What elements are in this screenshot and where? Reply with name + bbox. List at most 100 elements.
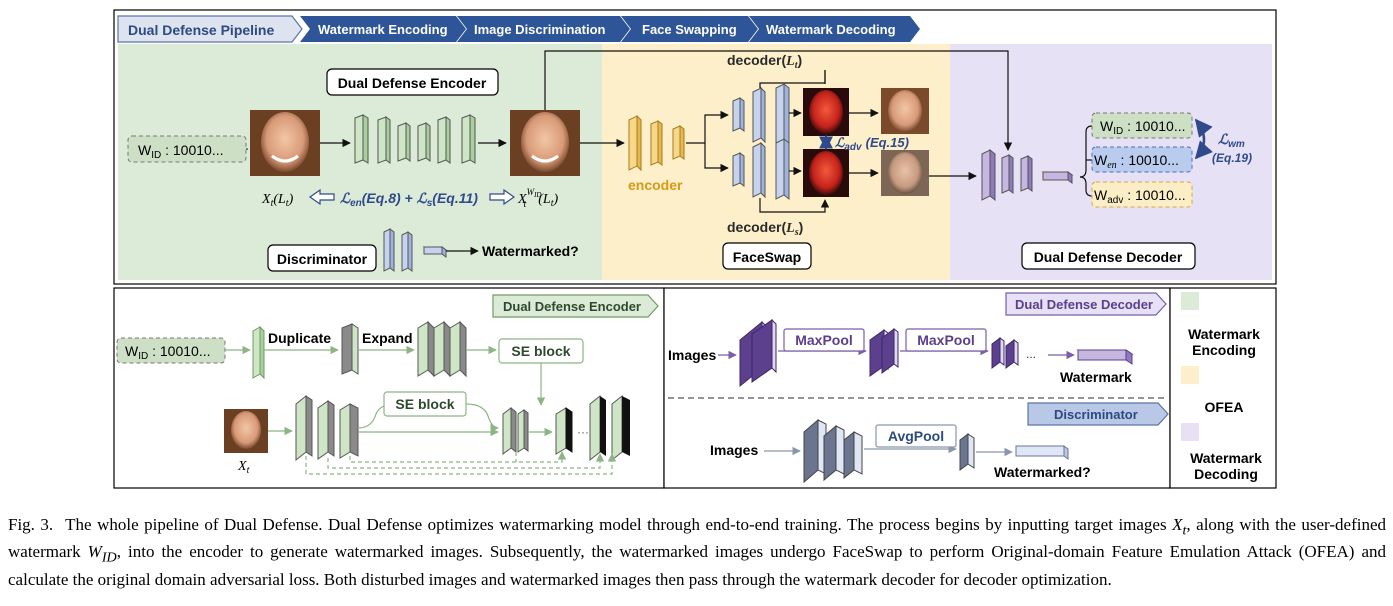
wadv-text: Wadv : 10010... — [1094, 187, 1186, 206]
loss-wm-eq: (Eq.19) — [1212, 151, 1252, 165]
pipeline-bar: Dual Defense Pipeline Watermark Encoding… — [117, 15, 920, 43]
bl-se2-out-curve — [465, 403, 499, 433]
bl-se-block-2: SE block — [395, 396, 454, 412]
bl-stack-5 — [589, 394, 630, 462]
figure-caption: Fig. 3. The whole pipeline of Dual Defens… — [8, 514, 1386, 591]
pipeline-step-3-chevron — [621, 16, 758, 42]
wid-text: WID : 10010... — [1100, 118, 1186, 137]
bm-avgpool-box — [875, 424, 957, 448]
discriminator-title-box — [267, 244, 377, 272]
bm-decoder-tag-chevron — [1005, 292, 1167, 316]
bottom-left-frame — [113, 287, 665, 489]
pipeline-step-3: Face Swapping — [642, 22, 737, 37]
discriminator-question: Watermarked? — [482, 243, 579, 259]
bl-wid-text: WID : 10010... — [125, 343, 211, 362]
caption-text-1: The whole pipeline of Dual Defense. Dual… — [65, 515, 1173, 534]
bm-watermark-vector — [1076, 349, 1134, 365]
enc-to-dec-top-arrow — [686, 110, 729, 144]
bl-xt-label: Xt — [237, 459, 250, 476]
discriminator-title: Discriminator — [277, 251, 368, 267]
decoder-brace-bottom — [1079, 176, 1093, 197]
bm-avgpool: AvgPool — [888, 428, 944, 444]
watermarked-face-image — [510, 110, 580, 176]
wen-box — [1091, 146, 1193, 173]
bm-discriminator-tag-chevron — [1027, 402, 1169, 426]
bm-watermarked-question: Watermarked? — [994, 464, 1091, 480]
decoder-title-box — [1021, 242, 1196, 270]
bl-stack-2 — [295, 394, 359, 462]
legend-swatch-encoding — [1181, 292, 1199, 310]
pipeline-step-4-chevron — [749, 16, 920, 42]
caption-xt: X — [1172, 515, 1183, 534]
adv-face-top — [803, 88, 849, 136]
bm-maxpool-1-box — [783, 328, 865, 352]
caption-label: Fig. 3. — [8, 515, 54, 534]
pipeline-step-1: Watermark Encoding — [318, 22, 448, 37]
bm-dec-stack-3 — [991, 337, 1019, 369]
legend-decoding-2: Decoding — [1194, 466, 1258, 482]
bm-images-2: Images — [710, 442, 758, 458]
bl-skip-2 — [327, 453, 605, 469]
bl-se-block-1: SE block — [511, 343, 570, 359]
wm-loss-arrow — [1194, 118, 1214, 160]
decoder-ls-label: decoder(Ls) — [727, 219, 803, 238]
encoder-word: encoder — [628, 177, 683, 193]
caption-text-3: , into the encoder to generate watermark… — [8, 542, 1386, 589]
legend-decoding-1: Watermark — [1190, 450, 1262, 466]
caption-wid-sub: ID — [101, 549, 117, 566]
legend-encoding-1: Watermark — [1188, 326, 1260, 342]
decoder-brace-top — [1079, 125, 1093, 178]
bl-stack-1 — [417, 320, 467, 378]
bl-duplicate-layer — [252, 325, 265, 380]
bm-disc-stack-2 — [959, 433, 975, 471]
legend-ofea: OFEA — [1205, 399, 1244, 415]
bm-maxpool-2: MaxPool — [917, 332, 975, 348]
bm-ellipsis: ... — [1026, 347, 1036, 361]
decoder-ls-bracket — [759, 198, 830, 213]
wen-text: Wen : 10010... — [1094, 152, 1179, 171]
bm-decoder-tag: Dual Defense Decoder — [1015, 297, 1153, 312]
legend-frame — [1169, 287, 1277, 489]
caption-text-2: , along with the user-defined watermark — [8, 515, 1386, 562]
legend-encoding-2: Encoding — [1192, 342, 1256, 358]
faceswap-title-box — [722, 242, 812, 270]
decoder-title: Dual Defense Decoder — [1034, 249, 1183, 265]
wid-box — [1091, 112, 1193, 139]
left-hollow-arrow — [308, 188, 335, 206]
encoder-layers — [354, 114, 476, 164]
bl-stack-3 — [502, 406, 529, 455]
bm-dec-stack-1 — [739, 318, 777, 388]
bm-watermark: Watermark — [1060, 369, 1132, 385]
decoder-lt-layers — [732, 82, 790, 146]
bl-skip-3 — [349, 451, 567, 463]
decoder-lt-label: decoder(Lt) — [727, 52, 802, 71]
pipeline-step-2-chevron — [457, 16, 630, 42]
enc-to-dec-bottom-arrow — [704, 143, 729, 173]
bl-duplicate: Duplicate — [268, 330, 331, 346]
xt-label: Xt(Lt) — [261, 192, 294, 209]
watermark-input-box — [127, 135, 247, 163]
disturbed-face-result — [881, 150, 929, 196]
encoder-title-box — [326, 68, 499, 96]
discriminator-layers — [383, 228, 448, 272]
caption-wid: W — [87, 542, 102, 562]
faceswap-title: FaceSwap — [733, 249, 801, 265]
legend-swatch-decoding — [1181, 423, 1199, 441]
bl-skip-1 — [305, 453, 617, 475]
target-face-image — [250, 110, 320, 176]
pipeline-title: Dual Defense Pipeline — [128, 22, 274, 38]
bm-maxpool-2-box — [905, 328, 987, 352]
legend-swatch-ofea — [1181, 366, 1199, 384]
wadv-box — [1091, 181, 1193, 208]
bl-tag: Dual Defense Encoder — [503, 299, 641, 314]
watermarked-to-decoder-line — [544, 50, 1013, 151]
bm-disc-stack-1 — [803, 418, 863, 484]
bm-discriminator-tag: Discriminator — [1054, 407, 1138, 422]
bl-xt-face — [224, 409, 268, 453]
encoder-title: Dual Defense Encoder — [338, 75, 487, 91]
pipeline-title-chevron — [117, 15, 303, 43]
watermark-input: WID : 10010... — [138, 142, 224, 161]
pipeline-step-1-chevron — [300, 16, 466, 42]
decoder-ls-layers — [732, 137, 790, 201]
